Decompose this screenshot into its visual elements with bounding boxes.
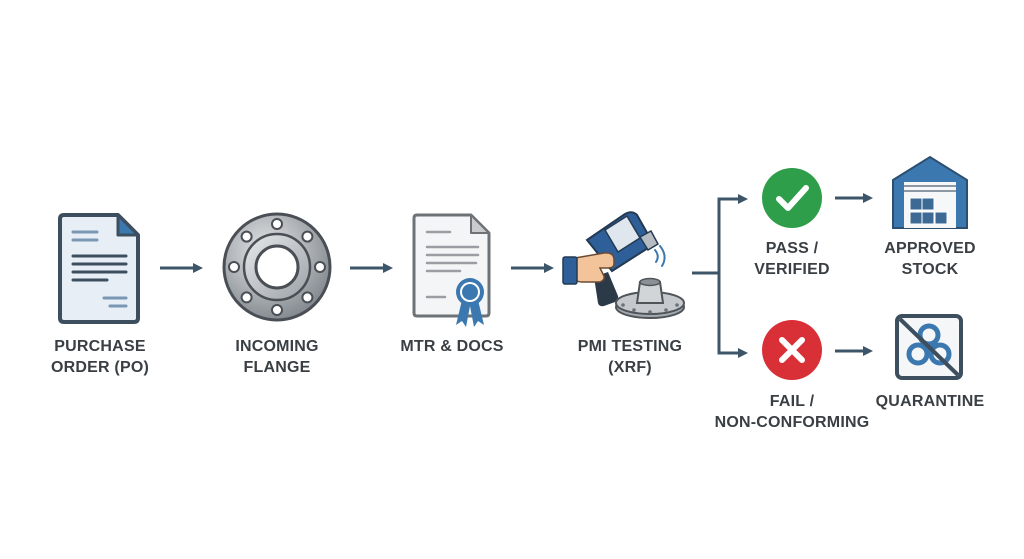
flange-icon [222, 212, 332, 322]
label-line: VERIFIED [754, 261, 830, 278]
check-circle-icon [762, 168, 822, 228]
document-icon [58, 213, 140, 324]
label-line: STOCK [901, 261, 959, 278]
label-line: ORDER (PO) [51, 359, 149, 376]
label-line: FAIL / [769, 393, 815, 410]
label-line: MTR & DOCS [400, 338, 504, 355]
branch-connector [692, 194, 748, 358]
label-line: PURCHASE [54, 338, 146, 355]
branch-label-fail: FAIL / NON-CONFORMING [715, 391, 870, 433]
step-label-purchase-order: PURCHASE ORDER (PO) [51, 336, 149, 378]
certificate-icon [412, 213, 491, 327]
quarantine-icon [895, 314, 963, 380]
label-line: PMI TESTING [577, 338, 683, 355]
step-label-incoming-flange: INCOMING FLANGE [235, 336, 318, 378]
xrf-analyzer-icon [562, 211, 685, 319]
step-label-pmi-testing: PMI TESTING (XRF) [578, 336, 682, 378]
label-line: QUARANTINE [875, 393, 985, 410]
warehouse-icon [892, 155, 968, 229]
label-line: (XRF) [608, 359, 652, 376]
label-line: FLANGE [243, 359, 311, 376]
outcome-label-approved-stock: APPROVED STOCK [884, 238, 975, 280]
label-line: APPROVED [884, 240, 976, 257]
outcome-label-quarantine: QUARANTINE [876, 391, 985, 412]
label-line: PASS / [765, 240, 819, 257]
x-circle-icon [762, 320, 822, 380]
label-line: NON-CONFORMING [714, 414, 870, 431]
label-line: INCOMING [235, 338, 319, 355]
branch-label-pass: PASS / VERIFIED [754, 238, 829, 280]
step-label-mtr-docs: MTR & DOCS [400, 336, 503, 357]
